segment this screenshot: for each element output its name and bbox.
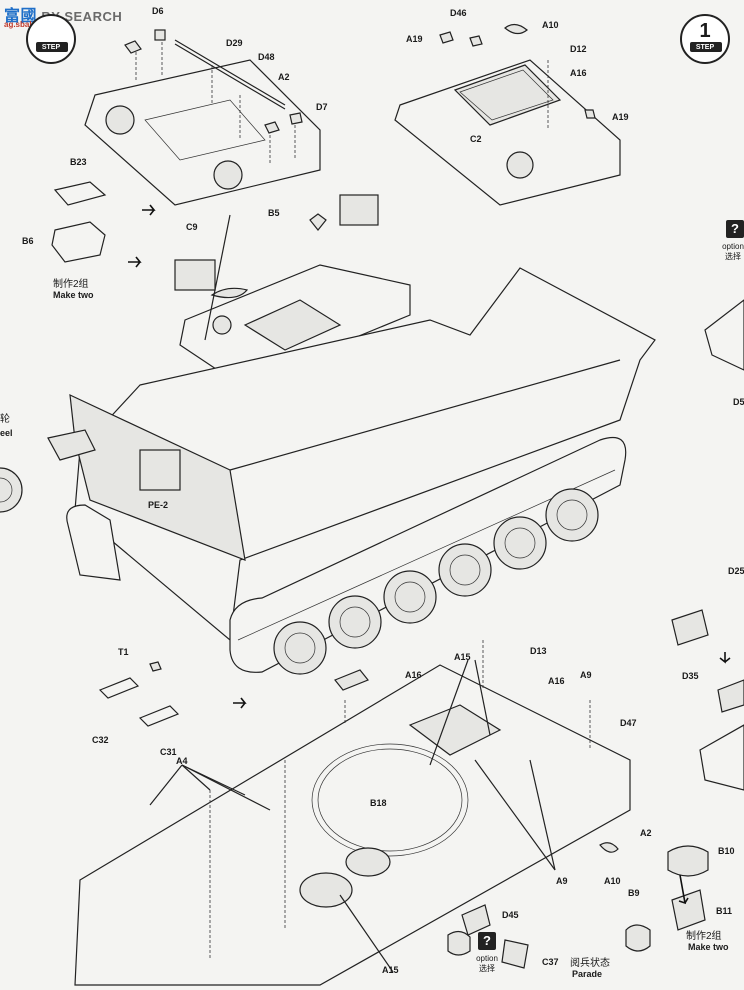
- label-a9-top: A9: [580, 670, 592, 680]
- label-a9-lower: A9: [556, 876, 568, 886]
- label-a10-lower: A10: [604, 876, 621, 886]
- label-a4: A4: [176, 756, 188, 766]
- label-b11: B11: [716, 906, 733, 916]
- flow-arrows: [128, 204, 731, 905]
- label-a15-lower: A15: [382, 965, 399, 975]
- option-question-icon-right: ?: [726, 220, 744, 238]
- label-d6: D6: [152, 6, 164, 16]
- right-edge-parts: [625, 299, 744, 952]
- label-d45: D45: [502, 910, 519, 920]
- label-a19-top: A19: [406, 34, 423, 44]
- label-d29: D29: [226, 38, 243, 48]
- label-d47: D47: [620, 718, 637, 728]
- label-a2: A2: [278, 72, 290, 82]
- tank-silhouette-icon: [690, 42, 722, 52]
- label-c9: C9: [186, 222, 198, 232]
- leader-lines: [135, 42, 591, 973]
- label-d48: D48: [258, 52, 275, 62]
- upper-hull-deck: [74, 664, 631, 986]
- option-question-icon-bottom: ?: [478, 932, 496, 950]
- edge-text-steel: eel: [0, 428, 13, 438]
- label-d5: D5: [733, 397, 744, 407]
- make-two-cn: 制作2组: [53, 279, 89, 290]
- label-c37: C37: [542, 957, 559, 967]
- make-two-cn-right: 制作2组: [686, 931, 722, 942]
- label-d46: D46: [450, 8, 467, 18]
- label-pe2: PE-2: [148, 500, 169, 510]
- label-c2: C2: [470, 134, 482, 144]
- label-c32: C32: [92, 735, 109, 745]
- make-two-en-right: Make two: [688, 942, 729, 952]
- label-b9: B9: [628, 888, 640, 898]
- label-a16-right: A16: [548, 676, 565, 686]
- label-t1: T1: [118, 647, 129, 657]
- option-label-bottom: option 选择: [476, 954, 498, 973]
- label-a2-lower: A2: [640, 828, 652, 838]
- label-a19-right: A19: [612, 112, 629, 122]
- label-b5: B5: [268, 208, 280, 218]
- make-two-en: Make two: [53, 290, 94, 300]
- label-d12: D12: [570, 44, 587, 54]
- label-a10-top: A10: [542, 20, 559, 30]
- label-c31: C31: [160, 747, 177, 757]
- label-b18: B18: [370, 798, 387, 808]
- label-d25: D25: [728, 566, 744, 576]
- step-badge-right: 1 STEP: [680, 14, 730, 64]
- hull-with-tracks: [47, 267, 656, 675]
- rear-deck-plate-left: [84, 29, 321, 206]
- label-a16-top: A16: [570, 68, 587, 78]
- label-d7: D7: [316, 102, 328, 112]
- left-edge-parts: [0, 467, 23, 513]
- label-b6: B6: [22, 236, 34, 246]
- edge-text-lun: 轮: [0, 414, 10, 425]
- label-d35: D35: [682, 671, 699, 681]
- parts-c32-c31: [98, 661, 180, 727]
- parade-en: Parade: [572, 969, 603, 979]
- tank-silhouette-icon: [36, 42, 68, 52]
- label-a16-mid: A16: [405, 670, 422, 680]
- label-d13: D13: [530, 646, 547, 656]
- parade-cn: 阅兵状态: [570, 958, 610, 969]
- label-a15-top: A15: [454, 652, 471, 662]
- step-badge-left: STEP: [26, 14, 76, 64]
- engine-deck-assembly: [174, 194, 411, 386]
- rear-deck-plate-right: [394, 23, 621, 206]
- label-b23: B23: [70, 157, 87, 167]
- parts-b23-b6: [51, 181, 107, 263]
- option-label-right: option 选择: [722, 242, 744, 261]
- label-b10: B10: [718, 846, 735, 856]
